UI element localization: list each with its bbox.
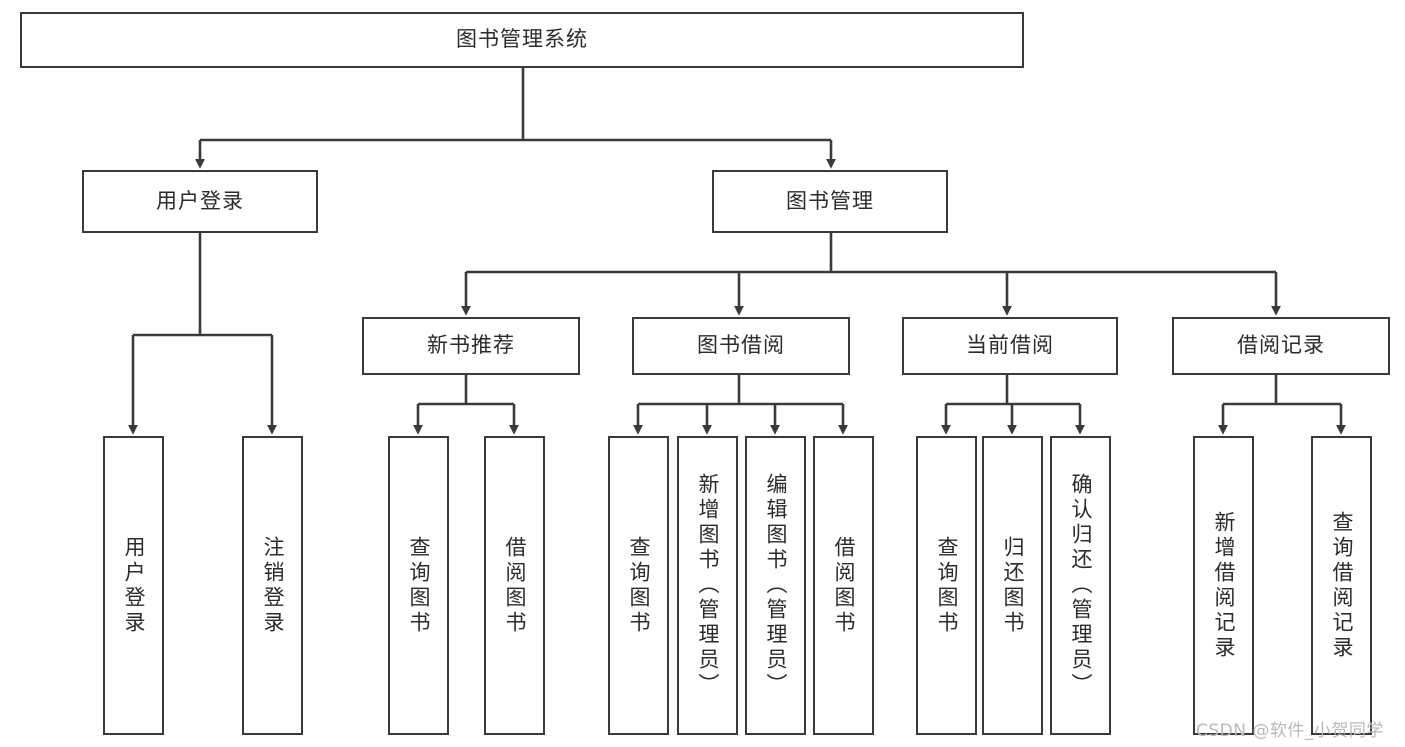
node-leaf-user-login[interactable]: 用户登录 <box>103 436 164 735</box>
node-book-borrow[interactable]: 图书借阅 <box>632 317 850 375</box>
watermark: CSDN @软件_小贺同学 <box>1196 721 1384 741</box>
node-leaf-edit-book-label: 编辑图书（管理员） <box>764 473 788 698</box>
node-leaf-query-book-1[interactable]: 查询图书 <box>388 436 449 735</box>
node-leaf-query-book-2-label: 查询图书 <box>627 535 651 636</box>
node-leaf-add-record[interactable]: 新增借阅记录 <box>1193 436 1254 735</box>
node-book-manage-label: 图书管理 <box>786 188 874 213</box>
node-leaf-confirm-return[interactable]: 确认归还（管理员） <box>1050 436 1111 735</box>
node-leaf-return-book-label: 归还图书 <box>1001 535 1025 636</box>
node-book-borrow-label: 图书借阅 <box>697 333 785 358</box>
node-leaf-add-record-label: 新增借阅记录 <box>1212 510 1236 661</box>
node-leaf-borrow-book-2[interactable]: 借阅图书 <box>813 436 874 735</box>
node-root-label: 图书管理系统 <box>456 27 588 52</box>
node-leaf-user-logout-label: 注销登录 <box>261 535 285 636</box>
node-leaf-query-book-1-label: 查询图书 <box>407 535 431 636</box>
node-borrow-record-label: 借阅记录 <box>1237 333 1325 358</box>
node-leaf-borrow-book-1[interactable]: 借阅图书 <box>484 436 545 735</box>
node-leaf-query-record[interactable]: 查询借阅记录 <box>1311 436 1372 735</box>
node-leaf-query-book-2[interactable]: 查询图书 <box>608 436 669 735</box>
node-current-borrow-label: 当前借阅 <box>966 333 1054 358</box>
node-user-login[interactable]: 用户登录 <box>82 170 318 233</box>
node-new-book-recommend-label: 新书推荐 <box>427 333 515 358</box>
node-current-borrow[interactable]: 当前借阅 <box>902 317 1118 375</box>
node-leaf-query-book-3[interactable]: 查询图书 <box>916 436 977 735</box>
node-leaf-add-book-label: 新增图书（管理员） <box>696 473 720 698</box>
node-leaf-user-login-label: 用户登录 <box>122 535 146 636</box>
node-new-book-recommend[interactable]: 新书推荐 <box>362 317 580 375</box>
node-borrow-record[interactable]: 借阅记录 <box>1172 317 1390 375</box>
node-leaf-user-logout[interactable]: 注销登录 <box>242 436 303 735</box>
node-leaf-return-book[interactable]: 归还图书 <box>982 436 1043 735</box>
node-leaf-confirm-return-label: 确认归还（管理员） <box>1069 473 1093 698</box>
node-leaf-query-record-label: 查询借阅记录 <box>1330 510 1354 661</box>
node-leaf-edit-book[interactable]: 编辑图书（管理员） <box>745 436 806 735</box>
node-leaf-borrow-book-1-label: 借阅图书 <box>503 535 527 636</box>
node-leaf-query-book-3-label: 查询图书 <box>935 535 959 636</box>
node-book-manage[interactable]: 图书管理 <box>712 170 948 233</box>
node-leaf-add-book[interactable]: 新增图书（管理员） <box>677 436 738 735</box>
node-user-login-label: 用户登录 <box>156 188 244 213</box>
node-root[interactable]: 图书管理系统 <box>20 12 1024 68</box>
node-leaf-borrow-book-2-label: 借阅图书 <box>832 535 856 636</box>
